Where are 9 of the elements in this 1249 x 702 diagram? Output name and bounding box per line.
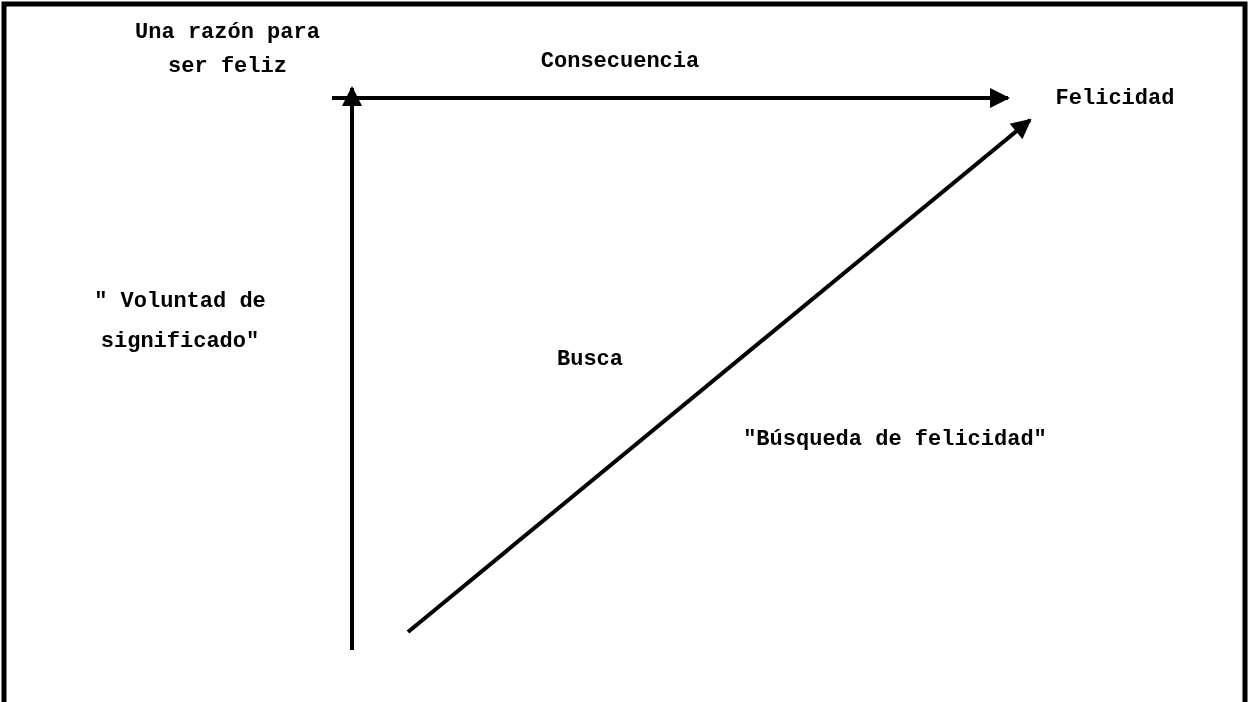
note-text: "Búsqueda de felicidad": [742, 426, 1048, 454]
edge-label: Busca: [556, 346, 624, 374]
arrow: [342, 86, 362, 650]
edge-label: Consecuencia: [539, 48, 701, 76]
node-text: Una razón para ser feliz: [125, 16, 330, 86]
arrow: [332, 88, 1010, 108]
node-text: Felicidad: [1010, 82, 1220, 118]
arrow: [406, 118, 1032, 634]
edge-label: " Voluntad de significado": [93, 288, 267, 356]
